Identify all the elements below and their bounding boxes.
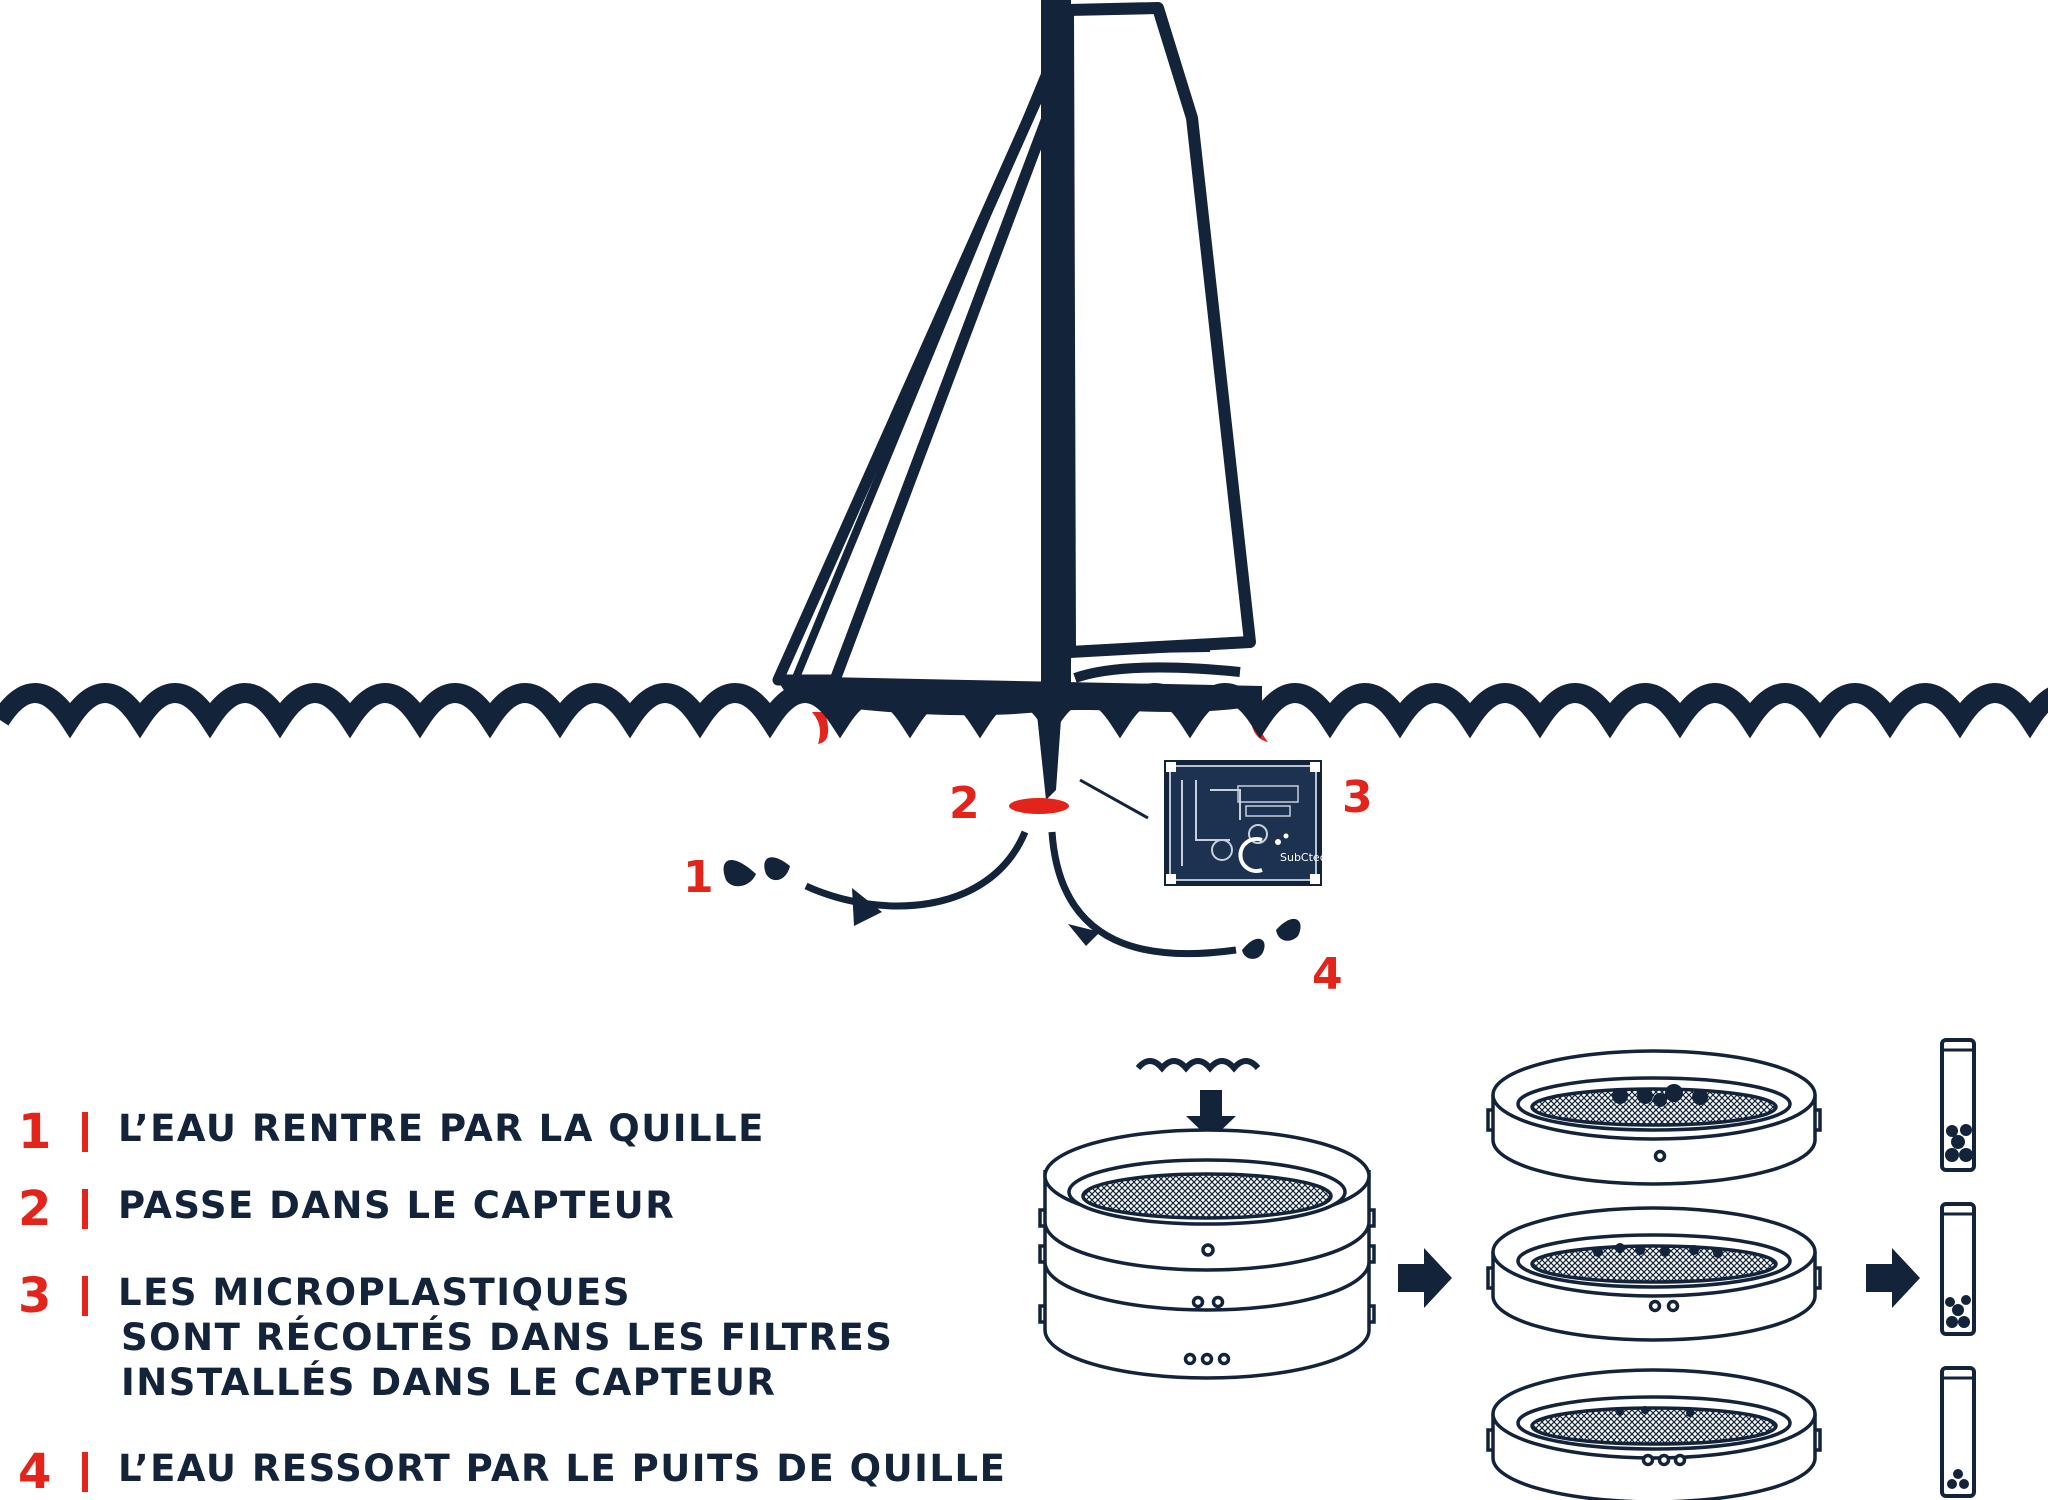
callout-4: 4: [1312, 949, 1343, 1000]
arrow-right-icon: [1398, 1248, 1452, 1308]
legend-text: L’EAU RESSORT PAR LE PUITS DE QUILLE: [118, 1447, 1007, 1490]
legend-text: PASSE DANS LE CAPTEUR: [118, 1184, 676, 1227]
filter-stack-icon: [1038, 1128, 1376, 1380]
callout-3: 3: [1342, 772, 1373, 823]
keel-intake-red: [1009, 798, 1069, 814]
legend-text: LES MICROPLASTIQUES: [118, 1271, 631, 1314]
sample-vial-icon: [1940, 1038, 1976, 1172]
legend-divider: [82, 1112, 88, 1152]
legend-item-4: 4 L’EAU RESSORT PAR LE PUITS DE QUILLE: [18, 1446, 1006, 1498]
legend-number: 4: [18, 1444, 52, 1500]
legend-text: L’EAU RENTRE PAR LA QUILLE: [118, 1107, 765, 1150]
sensor-box-icon: [1079, 760, 1322, 886]
filter-tray-icon: [1486, 1049, 1822, 1500]
legend-text: INSTALLÉS DANS LE CAPTEUR: [121, 1361, 777, 1404]
mainsail: [1062, 2, 1256, 658]
water-outflow: [1048, 831, 1301, 959]
arrow-in-head: [852, 888, 882, 926]
callout-2: 2: [949, 778, 980, 829]
sea-surface-wave: [0, 683, 2048, 739]
water-inflow: [723, 830, 1029, 926]
sample-vial-icon: [1940, 1366, 1976, 1498]
legend-item-3: 3 LES MICROPLASTIQUES SONT RÉCOLTÉS DANS…: [18, 1270, 893, 1405]
callout-1: 1: [683, 852, 714, 903]
mast: [1041, 0, 1071, 700]
legend-divider: [82, 1452, 88, 1492]
small-wave: [1135, 1058, 1261, 1073]
sensor-brand-label: SubCtech: [1280, 851, 1333, 864]
arrow-out-head: [1068, 924, 1100, 946]
sailboat-icon: [772, 0, 1268, 814]
legend-number: 1: [18, 1104, 52, 1160]
legend-text: SONT RÉCOLTÉS DANS LES FILTRES: [121, 1316, 894, 1359]
sample-vial-icon: [1940, 1202, 1976, 1336]
microplastic-particles: [1593, 1084, 1723, 1417]
legend-number: 3: [18, 1268, 52, 1324]
arrow-down-icon: [1186, 1090, 1236, 1140]
legend-item-1: 1 L’EAU RENTRE PAR LA QUILLE: [18, 1106, 765, 1158]
legend-divider: [82, 1189, 88, 1229]
legend-item-2: 2 PASSE DANS LE CAPTEUR: [18, 1183, 675, 1235]
legend-divider: [82, 1276, 88, 1316]
red-foil-left: [812, 712, 829, 744]
arrow-right-icon: [1866, 1248, 1920, 1308]
legend-number: 2: [18, 1181, 52, 1237]
